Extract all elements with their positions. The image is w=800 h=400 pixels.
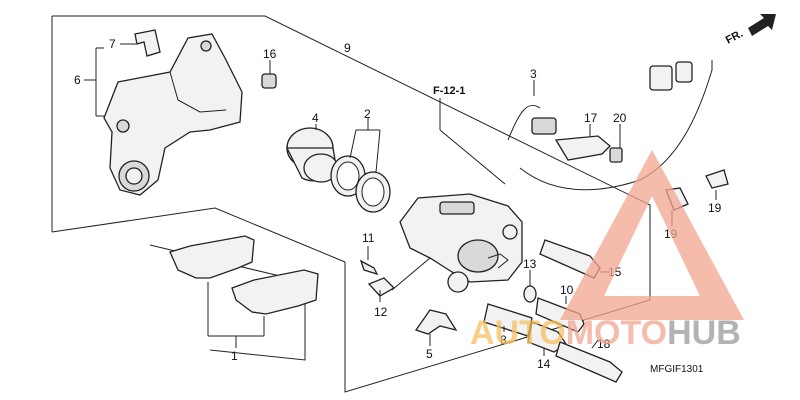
callout-12: 12 <box>374 305 388 319</box>
section-reference: F-12-1 <box>433 85 465 97</box>
callout-5: 5 <box>426 347 433 361</box>
callout-18: 18 <box>597 337 611 351</box>
diagram-code: MFGIF1301 <box>650 364 704 375</box>
callout-11: 11 <box>362 231 375 245</box>
leader-lines <box>84 43 717 356</box>
warning-triangle-icon <box>560 150 744 320</box>
brake-pads <box>169 235 319 315</box>
callout-13: 13 <box>523 257 537 271</box>
wheel-speed-sensor <box>507 60 713 191</box>
callout-1: 1 <box>231 349 238 363</box>
direction-label: FR. <box>724 28 745 47</box>
bleeder-cap <box>261 73 277 89</box>
watermark-part-3: HUB <box>667 314 741 352</box>
callout-2: 2 <box>364 107 371 121</box>
callout-7: 7 <box>109 37 116 51</box>
callout-4: 4 <box>312 111 319 125</box>
callout-14: 14 <box>537 357 551 371</box>
callout-10: 10 <box>560 283 574 297</box>
front-direction-indicator: FR. <box>724 14 776 47</box>
callout-17: 17 <box>584 111 598 125</box>
callout-6: 6 <box>74 73 81 87</box>
callout-numbers: 1 2 3 4 5 6 7 8 9 10 11 12 13 14 15 16 1… <box>74 37 722 371</box>
bleeder-valve-cap <box>367 277 396 297</box>
callout-9: 9 <box>344 41 351 55</box>
callout-3: 3 <box>530 67 537 81</box>
bleeder-valve <box>359 259 379 276</box>
front-arrow-icon <box>748 14 776 36</box>
retainer-clip <box>134 29 161 57</box>
pin-sleeve <box>483 303 533 337</box>
watermark: AUTOMOTOHUB <box>470 150 744 352</box>
callout-16: 16 <box>263 47 277 61</box>
callout-8: 8 <box>500 333 507 347</box>
watermark-part-1: AUTO <box>470 314 566 352</box>
callout-20: 20 <box>613 111 627 125</box>
harness-clamp-a <box>705 169 729 189</box>
o-ring <box>523 285 537 303</box>
watermark-logo: AUTOMOTOHUB <box>470 314 741 352</box>
caliper-bolt <box>555 341 623 383</box>
caliper-body <box>399 193 523 293</box>
watermark-part-2: MOTO <box>566 314 667 352</box>
pad-spring <box>414 309 458 335</box>
callout-19a: 19 <box>708 201 722 215</box>
sensor-bracket <box>554 135 611 161</box>
caliper-bracket <box>103 33 243 196</box>
caliper-piston <box>285 127 339 183</box>
piston-seals <box>330 155 391 213</box>
sensor-bolt <box>609 147 623 163</box>
